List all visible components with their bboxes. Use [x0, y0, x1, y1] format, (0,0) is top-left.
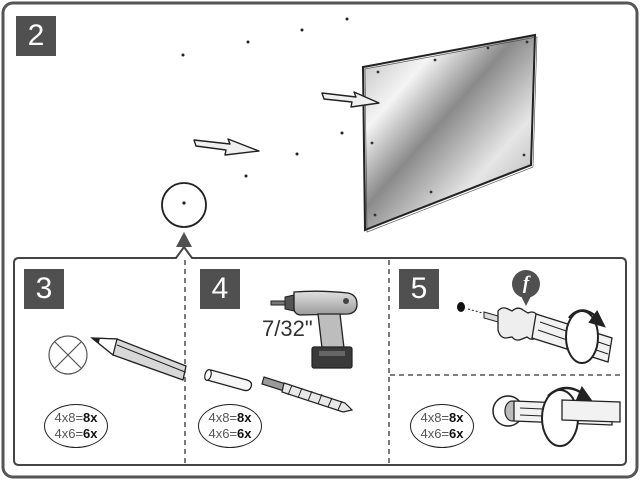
quantity-line-2: 4x6=6x	[54, 426, 98, 441]
step-2-badge: 2	[16, 16, 56, 56]
quantity-line-1: 4x8=8x	[420, 410, 464, 425]
panel-dividers	[184, 260, 624, 464]
wall-marks	[181, 17, 349, 206]
drill-bit-size: 7/32"	[262, 316, 313, 341]
quantity-line-1: 4x8=8x	[54, 410, 98, 425]
step-5-quantity: 4x8=8x 4x6=6x	[410, 404, 474, 448]
fastener-f-badge: f	[512, 270, 540, 298]
quantity-line-2: 4x6=6x	[420, 426, 464, 441]
crossed-circle-mark-icon	[48, 335, 88, 375]
step-3-badge: 3	[24, 269, 64, 309]
quantity-line-1: 4x8=8x	[208, 410, 252, 425]
quantity-line-2: 4x6=6x	[208, 426, 252, 441]
step-4-quantity: 4x8=8x 4x6=6x	[198, 404, 262, 448]
step-4-badge: 4	[200, 269, 240, 309]
power-drill-icon	[270, 290, 358, 369]
wall-anchor-icon	[204, 369, 253, 392]
magnifier-circle-icon	[161, 182, 207, 247]
move-arrow-icon	[193, 91, 380, 156]
drill-bit-icon	[261, 376, 354, 413]
rotate-arrow-icon	[565, 309, 606, 364]
step-5-badge: 5	[399, 269, 439, 309]
mirror-panel-icon	[361, 33, 538, 233]
pencil-icon	[90, 337, 187, 381]
rotate-arrow-icon	[541, 385, 621, 447]
step-3-quantity: 4x8=8x 4x6=6x	[44, 404, 108, 448]
